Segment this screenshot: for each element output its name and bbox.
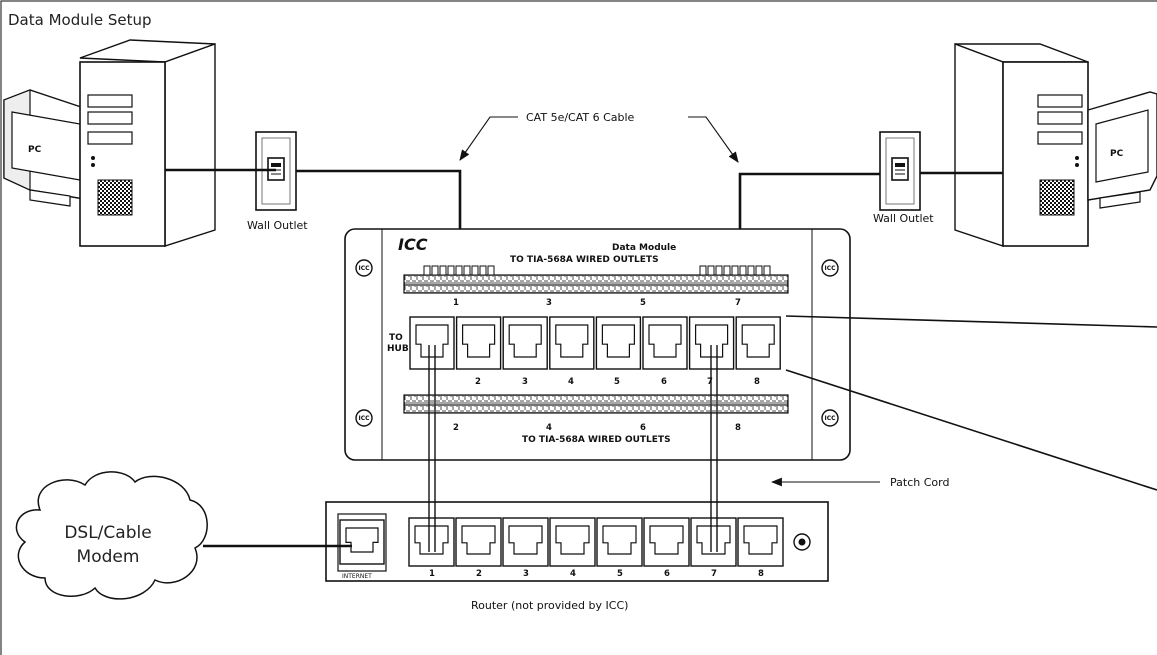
module-port-number-5: 5 <box>614 377 620 387</box>
module-bottom-caption: TO TIA-568A WIRED OUTLETS <box>522 435 671 445</box>
module-port-1 <box>409 316 455 370</box>
right-wall-outlet <box>879 131 921 211</box>
module-port-3 <box>502 316 548 370</box>
screw-logo-bl: ICC <box>358 415 370 422</box>
module-port-4 <box>549 316 595 370</box>
module-port-2 <box>455 316 502 370</box>
router-port-4 <box>549 517 596 567</box>
module-port-number-6: 6 <box>661 377 667 387</box>
module-port-number-8: 8 <box>754 377 760 387</box>
diagram-title: Data Module Setup <box>8 11 152 29</box>
router-port-2 <box>455 517 502 567</box>
router-internet-port <box>339 519 385 565</box>
top-strip-number-3: 3 <box>546 298 552 308</box>
right-tower <box>954 42 1089 247</box>
router-caption: Router (not provided by ICC) <box>471 599 628 612</box>
router-port-6 <box>643 517 690 567</box>
left-wall-outlet-label: Wall Outlet <box>247 219 308 232</box>
router-port-3 <box>502 517 549 567</box>
cable-callout <box>459 116 739 163</box>
router-port-number-7: 7 <box>711 569 717 579</box>
bottom-strip-number-8: 8 <box>735 423 741 433</box>
module-ports <box>409 316 781 370</box>
router-port-number-8: 8 <box>758 569 764 579</box>
patch-cords <box>428 345 718 552</box>
top-strip-terminals <box>423 265 771 276</box>
modem-cloud: DSL/Cable Modem <box>15 471 208 600</box>
modem-label-line2: Modem <box>77 547 140 567</box>
patch-cord-label: Patch Cord <box>890 476 949 489</box>
top-strip-number-5: 5 <box>640 298 646 308</box>
module-top-caption: TO TIA-568A WIRED OUTLETS <box>510 255 659 265</box>
module-port-number-3: 3 <box>522 377 528 387</box>
router-port-number-2: 2 <box>476 569 482 579</box>
to-hub-label-line2: HUB <box>387 344 409 354</box>
module-port-number-4: 4 <box>568 377 574 387</box>
module-name: Data Module <box>612 243 676 253</box>
left-computer: PC <box>3 39 216 247</box>
left-pc-label: PC <box>28 145 42 155</box>
module-port-number-2: 2 <box>475 377 481 387</box>
router-port-number-6: 6 <box>664 569 670 579</box>
module-brand: ICC <box>398 235 428 254</box>
router: INTERNET 1 2 3 4 5 6 7 8 <box>325 501 829 582</box>
module-port-6 <box>642 316 688 370</box>
router-port-number-5: 5 <box>617 569 623 579</box>
top-strip-number-1: 1 <box>453 298 459 308</box>
screw-logo-br: ICC <box>824 415 836 422</box>
leader-lines <box>785 315 1157 491</box>
screw-logo-tl: ICC <box>358 265 370 272</box>
screw-logo-tr: ICC <box>824 265 836 272</box>
top-strip-number-7: 7 <box>735 298 741 308</box>
router-port-number-1: 1 <box>429 569 435 579</box>
bottom-strip-number-6: 6 <box>640 423 646 433</box>
router-port-1 <box>408 517 455 567</box>
right-pc-label: PC <box>1110 149 1124 159</box>
left-monitor: PC <box>3 89 91 207</box>
modem-label-line1: DSL/Cable <box>64 523 151 543</box>
router-internet-label: INTERNET <box>342 573 372 580</box>
router-port-5 <box>596 517 643 567</box>
router-ports <box>408 517 784 567</box>
to-hub-label-line1: TO <box>389 333 403 343</box>
module-port-number-7: 7 <box>707 377 713 387</box>
bottom-strip-number-2: 2 <box>453 423 459 433</box>
left-tower <box>79 39 216 247</box>
router-port-7 <box>690 517 737 567</box>
module-port-8 <box>735 316 781 370</box>
mounting-screws <box>355 259 839 427</box>
router-port-number-3: 3 <box>523 569 529 579</box>
router-port-number-4: 4 <box>570 569 576 579</box>
router-power-jack <box>793 533 811 551</box>
top-punchdown-strip <box>403 274 789 294</box>
cable-label: CAT 5e/CAT 6 Cable <box>526 111 635 124</box>
data-module: ICC ICC ICC ICC ICC Data Module TO TIA-5… <box>344 228 851 461</box>
bottom-strip-number-4: 4 <box>546 423 552 433</box>
bottom-punchdown-strip <box>403 394 789 414</box>
module-port-5 <box>595 316 642 370</box>
router-port-8 <box>737 517 784 567</box>
right-monitor: PC <box>1087 91 1157 209</box>
right-computer: PC <box>954 42 1157 247</box>
right-wall-outlet-label: Wall Outlet <box>873 212 934 225</box>
